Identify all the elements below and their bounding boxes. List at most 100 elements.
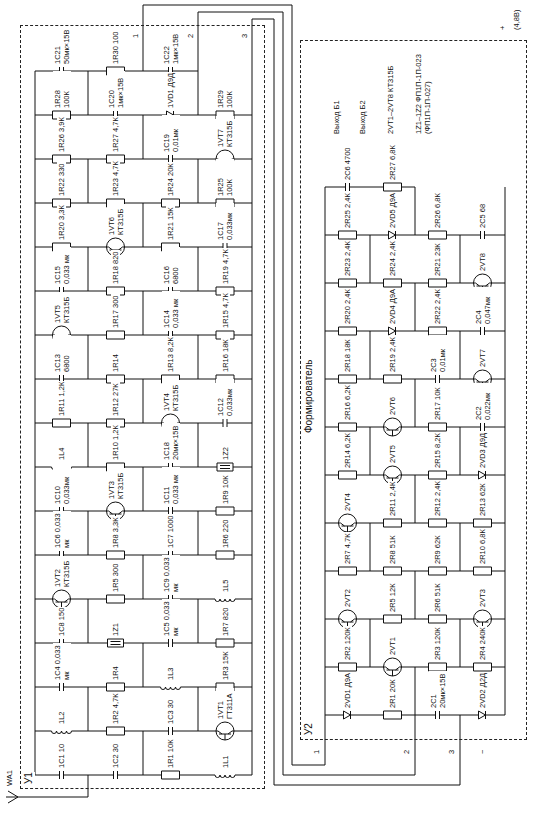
wire xyxy=(198,71,199,115)
capacitor-symbol xyxy=(35,683,88,691)
resistor-symbol xyxy=(460,663,505,671)
component-label: 1R15 4,7К xyxy=(221,292,230,329)
component-label: 1R23 4,7К xyxy=(111,160,120,197)
component-label: 2VT1 xyxy=(388,636,397,656)
wire xyxy=(88,511,89,555)
component-label: 1R8 3,3К xyxy=(111,516,120,549)
wire xyxy=(88,335,89,379)
module-ref: У1 xyxy=(23,772,35,784)
transistor-symbol xyxy=(325,514,370,532)
filter-symbol xyxy=(88,639,143,647)
resistor-symbol xyxy=(198,551,252,559)
component-label: 1R9 10К xyxy=(221,474,230,505)
component-label: 1C19 0,01мк xyxy=(162,115,180,153)
component-label: 1R2 4,7К xyxy=(111,692,120,725)
component-label: 1C5 0,033 мк xyxy=(162,599,180,637)
inductor-symbol xyxy=(143,687,198,690)
resistor-symbol xyxy=(325,231,370,239)
resistor-symbol xyxy=(415,519,460,527)
wire xyxy=(415,715,416,740)
module-ref: У2 xyxy=(303,723,315,735)
component-label: 1L5 xyxy=(221,578,230,593)
component-label: 2R8 51К xyxy=(388,534,397,565)
resistor-symbol xyxy=(370,183,415,191)
component-label: 1R7 820 xyxy=(221,607,230,637)
component-label: 2VT7 xyxy=(478,348,487,368)
component-label: 1R11 1,2К xyxy=(57,381,66,417)
component-label: 2R23 2,4К xyxy=(343,240,352,277)
component-label: 2C6 4700 xyxy=(343,146,352,181)
wire xyxy=(460,331,461,379)
component-label: 2R22 2,4К xyxy=(433,288,442,325)
resistor-symbol xyxy=(415,279,460,287)
wire xyxy=(88,423,89,467)
resistor-symbol xyxy=(88,727,143,735)
component-label: 1C3 30 xyxy=(166,699,175,725)
wire xyxy=(143,467,144,511)
component-label: 1C12 0,033мк xyxy=(216,379,234,417)
component-label: 1C22 1мк×15В xyxy=(162,27,180,65)
capacitor-symbol xyxy=(143,639,198,647)
component-label: 2R1 20К xyxy=(388,678,397,709)
terminal-number: 3 xyxy=(447,749,456,755)
component-label: 1C15 0,033 мк xyxy=(53,247,71,285)
component-label: 2R24 2,4К xyxy=(388,240,397,277)
wire xyxy=(198,335,199,379)
wire xyxy=(143,643,144,687)
component-label: 2R18 18К xyxy=(343,338,352,373)
wire xyxy=(198,159,199,203)
resistor-symbol xyxy=(370,279,415,287)
component-label: 2R17 10К xyxy=(433,386,442,421)
wire xyxy=(198,247,199,291)
component-label: 2C2 0,022мк xyxy=(474,383,492,421)
component-label: 2R10 6,8К xyxy=(478,528,487,565)
component-label: 2R20 2,4К xyxy=(343,288,352,325)
component-label: 2R25 2,4К xyxy=(343,192,352,229)
wire xyxy=(88,247,89,291)
wire xyxy=(460,715,461,740)
capacitor-symbol xyxy=(415,711,460,719)
resistor-symbol xyxy=(460,567,505,575)
component-label: 1C11 0,033 мк xyxy=(162,467,180,505)
component-label: 1R3 15К xyxy=(221,650,230,681)
component-label: 2R15 8,2К xyxy=(433,432,442,469)
transistor-symbol xyxy=(35,590,88,608)
component-label: 1R28 100К xyxy=(53,71,71,109)
inductor-symbol xyxy=(198,599,252,602)
capacitor-symbol xyxy=(88,771,143,779)
component-label: 2R12 2,4К xyxy=(433,480,442,517)
component-label: 1VT2 КТ315Б xyxy=(53,556,71,588)
component-label: 2C3 0,01мк xyxy=(429,335,447,373)
component-label: 1R24 20К xyxy=(166,162,175,197)
component-label: 1C7 1000 xyxy=(166,514,175,549)
interconnect-wire xyxy=(143,5,325,765)
component-label: 1R5 300 xyxy=(111,563,120,593)
diode-symbol xyxy=(325,711,370,719)
resistor-symbol xyxy=(325,471,370,479)
resistor-symbol xyxy=(88,595,143,603)
resistor-symbol xyxy=(35,419,88,427)
component-label: 2R5 12К xyxy=(388,582,397,613)
output-label: Выход Б1 xyxy=(332,99,341,135)
transistor-symbol xyxy=(370,658,415,676)
terminal-number: 1 xyxy=(312,749,321,755)
wire xyxy=(143,731,144,775)
component-label: 2VD4 Д9А xyxy=(388,288,397,325)
output-label: Выход Б2 xyxy=(358,99,367,135)
component-label: 1C16 6800 xyxy=(162,247,180,285)
wire xyxy=(460,427,461,475)
wire xyxy=(252,25,253,71)
component-label: 1VT5 КТ315Б xyxy=(53,292,71,324)
resistor-symbol xyxy=(143,771,198,779)
component-label: 2R21 23К xyxy=(433,242,442,277)
diode-symbol xyxy=(370,231,415,239)
component-label: 1R13 8,2К xyxy=(166,336,175,373)
component-label: 1C2 30 xyxy=(111,743,120,769)
capacitor-symbol xyxy=(460,423,505,431)
wire xyxy=(88,599,89,643)
wire xyxy=(460,619,461,667)
wire xyxy=(460,523,461,571)
component-label: 1VT4 КТ315Б xyxy=(162,380,180,412)
component-label: 1C13 6800 xyxy=(53,335,71,373)
